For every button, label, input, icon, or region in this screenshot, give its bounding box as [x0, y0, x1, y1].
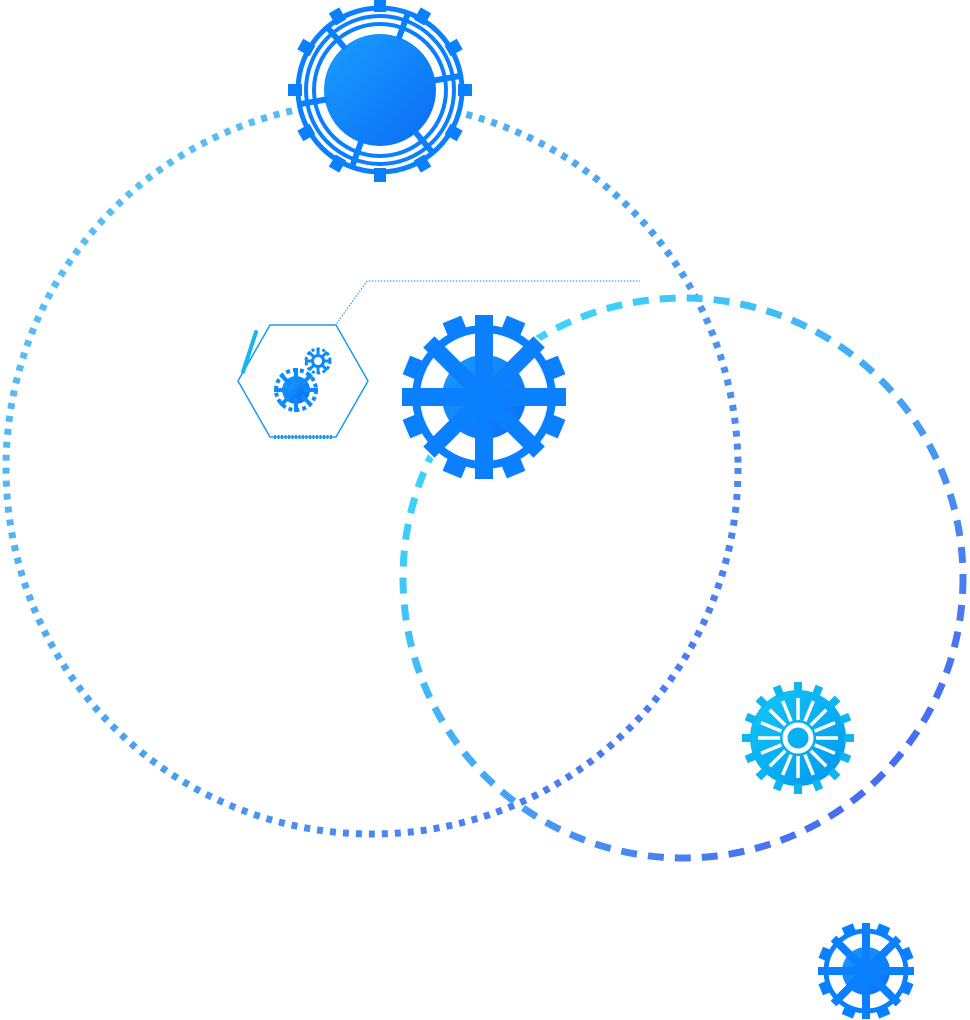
small-gear-icon: [818, 923, 914, 1019]
dashed-circle: [399, 294, 967, 862]
large-dotted-circle: [2, 98, 742, 838]
hexagon-gears-icon: [237, 324, 369, 439]
hex-gear-large-icon: [274, 368, 318, 412]
ringed-gear-icon: [288, 0, 472, 182]
main-gear-icon: [402, 315, 566, 479]
callout-leader-line: [334, 280, 640, 327]
hex-gear-small-icon: [304, 347, 332, 375]
sun-gear-icon: [742, 682, 854, 794]
